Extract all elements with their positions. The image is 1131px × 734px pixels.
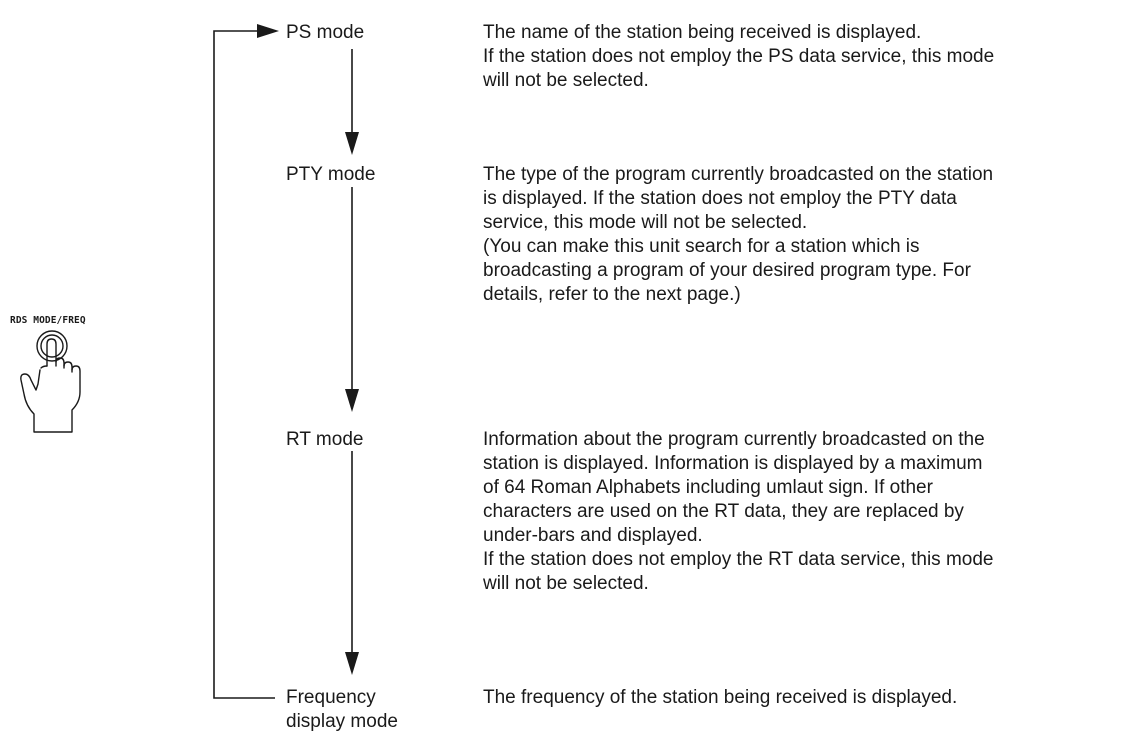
hand-press-button-icon[interactable] xyxy=(16,330,92,438)
mode-cycle-diagram xyxy=(213,24,359,699)
rds-mode-freq-button-label: RDS MODE/FREQ xyxy=(10,315,86,326)
mode-ps-description: The name of the station being received i… xyxy=(483,22,995,91)
arrow-pty-to-rt-head xyxy=(345,389,359,412)
mode-pty-description: The type of the program currently broadc… xyxy=(483,164,994,305)
arrow-ps-to-pty-head xyxy=(345,132,359,155)
mode-ps-label: PS mode xyxy=(286,22,365,43)
return-loop-line xyxy=(213,30,275,699)
mode-frequency-description: The frequency of the station being recei… xyxy=(483,687,958,708)
mode-pty-label: PTY mode xyxy=(286,164,376,185)
return-loop-arrowhead xyxy=(257,24,279,38)
arrow-rt-to-freq-head xyxy=(345,652,359,675)
mode-rt-label: RT mode xyxy=(286,429,364,450)
mode-rt-description: Information about the program currently … xyxy=(483,429,994,594)
mode-frequency-label: Frequency display mode xyxy=(286,687,398,732)
